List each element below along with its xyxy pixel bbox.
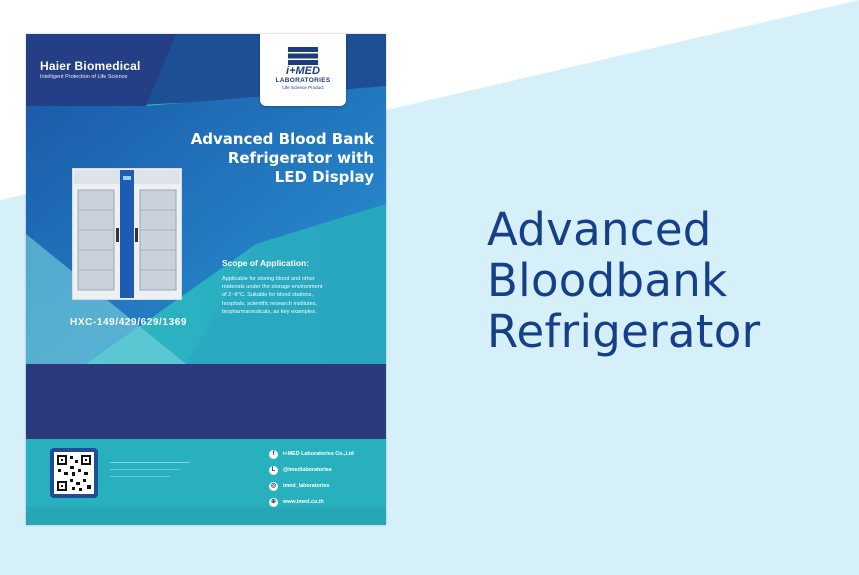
product-brochure: Haier Biomedical Intelligent Protection …: [26, 34, 386, 525]
instagram-icon: ◎: [269, 481, 278, 491]
model-number: HXC-149/429/629/1369: [70, 317, 188, 328]
line-icon: L: [269, 465, 278, 475]
contact-list: f i+MED Laboratories Co.,Ltd L @imedlabo…: [269, 448, 381, 512]
logo-tag: Life Science Product: [282, 85, 324, 90]
headline-line: Bloodbank: [487, 254, 728, 307]
refrigerator-image: [72, 168, 182, 300]
scope-of-application: Scope of Application: Applicable for sto…: [222, 258, 374, 316]
facebook-icon: f: [269, 449, 278, 459]
contact-line: L @imedlaboratories: [269, 464, 381, 476]
contact-website: ⊕ www.imed.co.th: [269, 496, 381, 508]
contact-label: i+MED Laboratories Co.,Ltd: [283, 451, 354, 457]
brand-tagline: Intelligent Protection of Life Science: [40, 74, 128, 80]
address-line-placeholder: [110, 469, 180, 476]
brand-name: Haier Biomedical: [40, 59, 141, 73]
brochure-title-line: Refrigerator with: [227, 149, 374, 167]
brochure-title-line: Advanced Blood Bank: [190, 130, 374, 148]
scope-line: of 2~6°C. Suitable for blood stations,: [222, 292, 314, 299]
contact-facebook: f i+MED Laboratories Co.,Ltd: [269, 448, 381, 460]
headline: Advanced Bloodbank Refrigerator: [487, 204, 847, 357]
address-line-placeholder: [110, 476, 170, 483]
company-address: [110, 452, 230, 483]
logo-sub: LABORATORIES: [275, 77, 331, 84]
imed-logo-card: i+MED LABORATORIES Life Science Product: [260, 34, 346, 106]
headline-line: Refrigerator: [487, 305, 761, 358]
contact-label: imed_laboratories: [283, 483, 330, 489]
logo-word: i+MED: [286, 65, 320, 77]
address-line-placeholder: [110, 462, 190, 469]
brochure-title: Advanced Blood Bank Refrigerator with LE…: [174, 130, 374, 187]
scope-line: biopharmaceuticals, as key examples.: [222, 308, 317, 315]
imed-logo-mark-icon: [288, 47, 318, 65]
qr-code-icon: [50, 448, 98, 498]
headline-line: Advanced: [487, 203, 712, 256]
scope-line: hospitals, scientific research institute…: [222, 300, 318, 307]
scope-title: Scope of Application:: [222, 258, 310, 268]
website-icon: ⊕: [269, 497, 278, 507]
contact-label: @imedlaboratories: [283, 467, 332, 473]
scope-line: Applicable for storing blood and other: [222, 276, 315, 282]
brand-logo: Haier Biomedical Intelligent Protection …: [40, 59, 141, 80]
scope-line: materials under the storage environment: [222, 284, 323, 291]
contact-label: www.imed.co.th: [283, 499, 324, 505]
contact-instagram: ◎ imed_laboratories: [269, 480, 381, 492]
brochure-title-line: LED Display: [274, 168, 374, 186]
